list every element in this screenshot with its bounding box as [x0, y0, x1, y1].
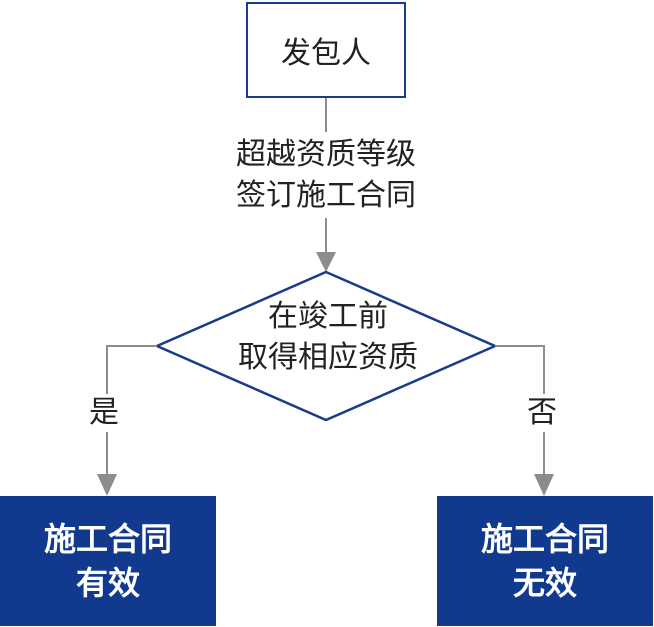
connector-no-branch [495, 345, 545, 394]
decision-node-text: 在竣工前 取得相应资质 [196, 296, 460, 378]
edge-label-line-2: 签订施工合同 [236, 178, 416, 213]
result-invalid-line-2: 无效 [512, 564, 577, 602]
start-node-label: 发包人 [281, 36, 371, 71]
result-node-contract-invalid: 施工合同 无效 [437, 496, 653, 626]
arrow-into-result-valid [97, 474, 117, 496]
result-invalid-line-1: 施工合同 [480, 520, 609, 558]
decision-diamond [153, 270, 499, 422]
result-valid-line-1: 施工合同 [43, 520, 172, 558]
edge-label-sign-contract: 超越资质等级 签订施工合同 [200, 134, 452, 216]
branch-yes-label: 是 [89, 395, 119, 430]
decision-line-1: 在竣工前 [268, 299, 388, 334]
arrow-into-decision [316, 252, 336, 272]
edge-label-line-1: 超越资质等级 [236, 137, 416, 172]
result-valid-line-2: 有效 [75, 564, 140, 602]
decision-line-2: 取得相应资质 [238, 340, 418, 375]
branch-no-label: 否 [527, 395, 557, 430]
start-node-contractor: 发包人 [246, 2, 406, 98]
connector-yes-branch [106, 345, 157, 394]
result-node-contract-valid: 施工合同 有效 [0, 496, 216, 626]
arrow-into-result-invalid [534, 474, 554, 496]
